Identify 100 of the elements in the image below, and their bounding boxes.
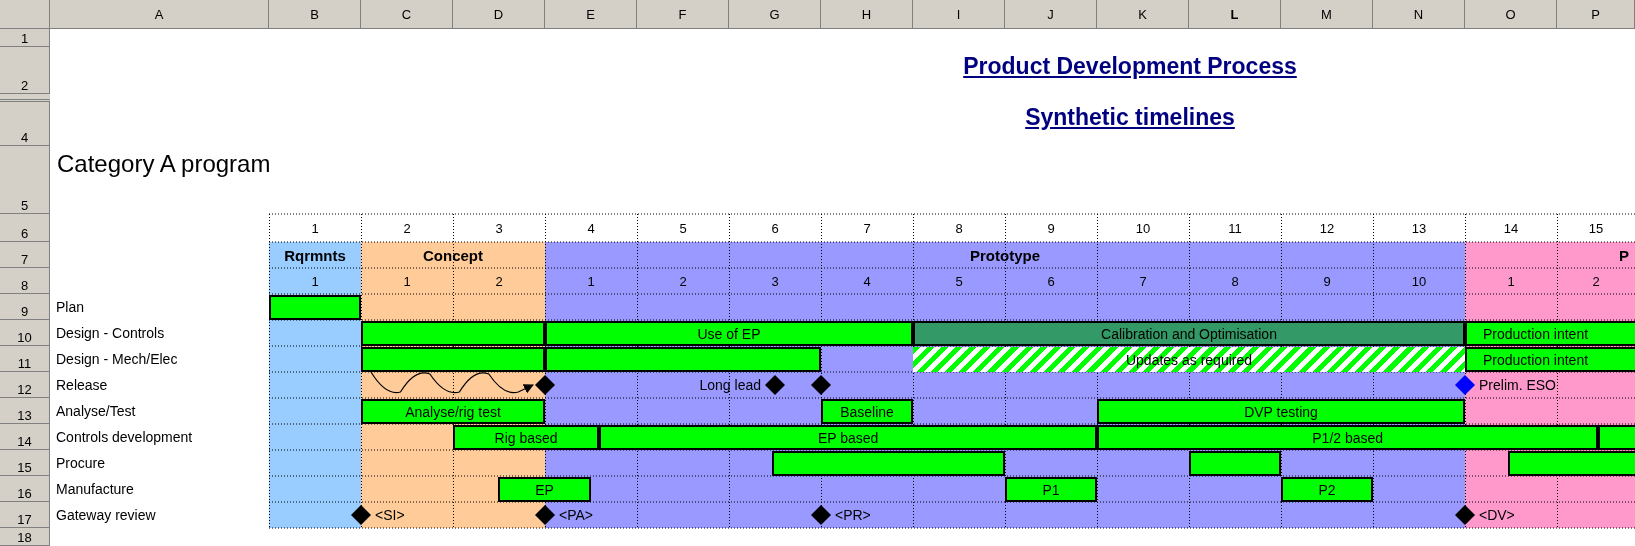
week-number: 13 [1410,219,1428,238]
task-name: Procure [56,454,106,473]
week-number: 1 [310,219,320,238]
phase-name: Prototype [969,245,1041,266]
row-number: 14 [0,424,50,450]
week-number: 12 [1318,219,1336,238]
week-number: 2 [402,219,412,238]
task-label: Production intent [1483,351,1589,368]
milestone-label: <PR> [835,506,871,524]
task-label: Baseline [840,403,894,420]
column-header: E [545,0,637,29]
column-header: M [1281,0,1373,29]
task-label: P2 [1318,481,1336,498]
column-header: C [361,0,453,29]
task-bar [361,321,545,346]
task-name: Design - Controls [56,324,165,343]
task-bar [1465,347,1635,372]
task-bar [498,477,591,502]
task-label: Production intent [1483,325,1589,342]
week-number: 7 [862,219,872,238]
task-bar [1281,477,1373,502]
task-name: Plan [56,298,85,317]
task-label: EP based [817,429,879,446]
task-name: Controls development [56,428,193,447]
task-name: Design - Mech/Elec [56,350,178,369]
task-name: Release [56,376,108,395]
task-bar [361,399,545,424]
task-bar [1097,399,1465,424]
task-label: P1/2 based [1312,429,1384,446]
phase-week-number: 4 [862,272,872,291]
column-header: H [821,0,913,29]
row-number: 2 [0,47,50,94]
task-bar [599,425,1097,450]
phase-week-number: 9 [1322,272,1332,291]
week-number: 3 [494,219,504,238]
task-label: Calibration and Optimisation [1101,325,1277,342]
week-number: 11 [1227,219,1243,238]
column-header: N [1373,0,1465,29]
phase-week-number: 1 [586,272,596,291]
section-heading: Category A program [57,150,271,178]
task-bar [1005,477,1097,502]
task-label: Rig based [494,429,558,446]
column-header: I [913,0,1005,29]
row-number: 5 [0,146,50,214]
phase-name: Concept [422,245,484,266]
task-bar [545,321,913,346]
phase-name: P [1618,245,1630,266]
task-bar [545,347,821,372]
column-header: O [1465,0,1557,29]
column-header: J [1005,0,1097,29]
task-label: Analyse/rig test [405,403,501,420]
column-header: K [1097,0,1189,29]
phase-week-number: 5 [954,272,964,291]
task-name: Manufacture [56,480,134,499]
phase-week-number: 1 [1506,272,1516,291]
task-bar [1097,425,1599,450]
task-bar [913,321,1465,346]
phase-week-number: 8 [1230,272,1240,291]
row-number: 1 [0,29,50,47]
week-number: 4 [586,219,596,238]
task-label: EP [535,481,554,498]
phase-week-number: 10 [1410,272,1428,291]
week-number: 6 [770,219,780,238]
task-bar [1465,321,1635,346]
task-label: Use of EP [697,325,761,342]
phase-week-number: 1 [402,272,412,291]
row-number: 13 [0,398,50,424]
task-bar [1598,425,1635,450]
milestone-label: Long lead [699,376,761,394]
column-header: G [729,0,821,29]
task-bar [821,399,913,424]
task-bar [1508,451,1635,476]
week-number: 8 [954,219,964,238]
task-bar [1189,451,1281,476]
task-label: DVP testing [1244,403,1318,420]
milestone-label: Prelim. ESO [1479,376,1556,394]
task-bar [913,347,1465,372]
row-number: 16 [0,476,50,502]
phase-week-number: 3 [770,272,780,291]
milestone-label: <PA> [559,506,593,524]
subtitle: Synthetic timelines [1024,104,1236,131]
task-bar [269,295,361,320]
week-number: 14 [1502,219,1520,238]
phase-week-number: 2 [678,272,688,291]
week-number: 9 [1046,219,1056,238]
column-header: A [50,0,269,29]
row-number: 7 [0,242,50,268]
phase-name: Rqrmnts [283,245,347,266]
task-bar [361,347,545,372]
row-number: 18 [0,528,50,546]
column-header: P [1557,0,1635,29]
task-bar [772,451,1005,476]
row-number: 4 [0,102,50,146]
wavy-arrow [370,371,534,394]
row-number: 15 [0,450,50,476]
row-number: 11 [0,346,50,372]
task-bar [453,425,600,450]
row-number: 17 [0,502,50,528]
phase-week-number: 6 [1046,272,1056,291]
row-number: 10 [0,320,50,346]
